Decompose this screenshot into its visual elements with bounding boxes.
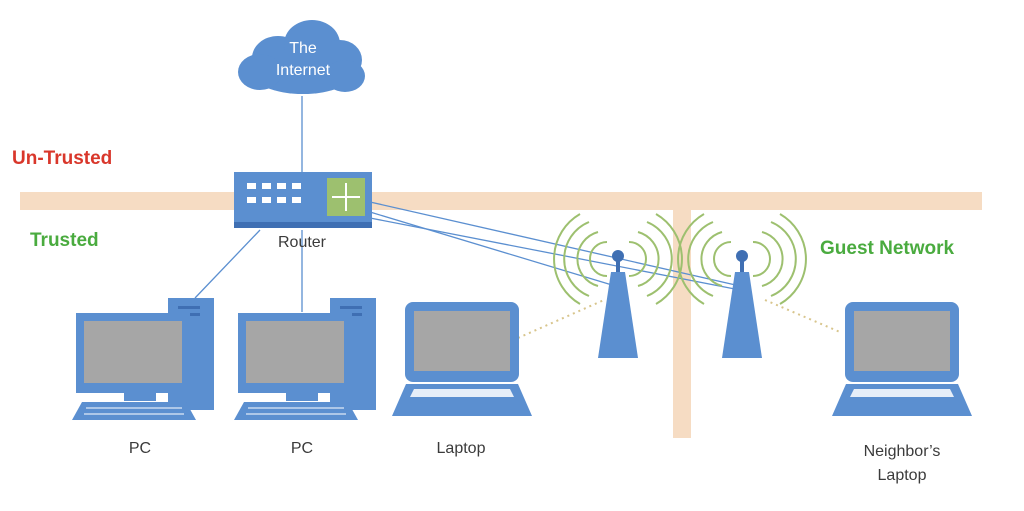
wireless-access-point-icon bbox=[553, 213, 683, 358]
neighbor-label-line1: Neighbor’s bbox=[863, 443, 941, 460]
guest-network-label: Guest Network bbox=[820, 238, 955, 259]
router-label: Router bbox=[277, 234, 327, 251]
pc-label: PC bbox=[128, 440, 152, 457]
trusted-zone-label: Trusted bbox=[30, 230, 99, 251]
wireless-links bbox=[517, 299, 841, 339]
internet-cloud-label: The Internet bbox=[268, 38, 338, 82]
wifi-link-laptop bbox=[517, 299, 605, 339]
neighbor-laptop-label: Neighbor’s Laptop bbox=[842, 440, 962, 488]
link-router-pc1 bbox=[194, 229, 261, 299]
cloud-label-line2: Internet bbox=[275, 62, 331, 79]
untrusted-zone-label: Un-Trusted bbox=[12, 148, 113, 169]
pc-label: PC bbox=[290, 440, 314, 457]
cloud-label-line1: The bbox=[289, 40, 317, 57]
link-router-ap1 bbox=[369, 211, 613, 286]
pc-icon bbox=[72, 298, 214, 420]
guest-divider-bar bbox=[673, 210, 691, 438]
neighbor-label-line2: Laptop bbox=[877, 467, 927, 484]
router-icon bbox=[234, 172, 372, 228]
internet-cloud-icon bbox=[238, 20, 365, 94]
laptop-label: Laptop bbox=[436, 440, 486, 457]
wireless-access-point-icon bbox=[677, 213, 807, 358]
wifi-link-neighbor bbox=[764, 299, 841, 333]
untrusted-divider-bar bbox=[20, 192, 982, 210]
laptop-icon bbox=[392, 302, 532, 416]
link-router-ap2-a bbox=[369, 201, 741, 287]
pc-icon bbox=[234, 298, 376, 420]
neighbor-laptop-icon bbox=[832, 302, 972, 416]
